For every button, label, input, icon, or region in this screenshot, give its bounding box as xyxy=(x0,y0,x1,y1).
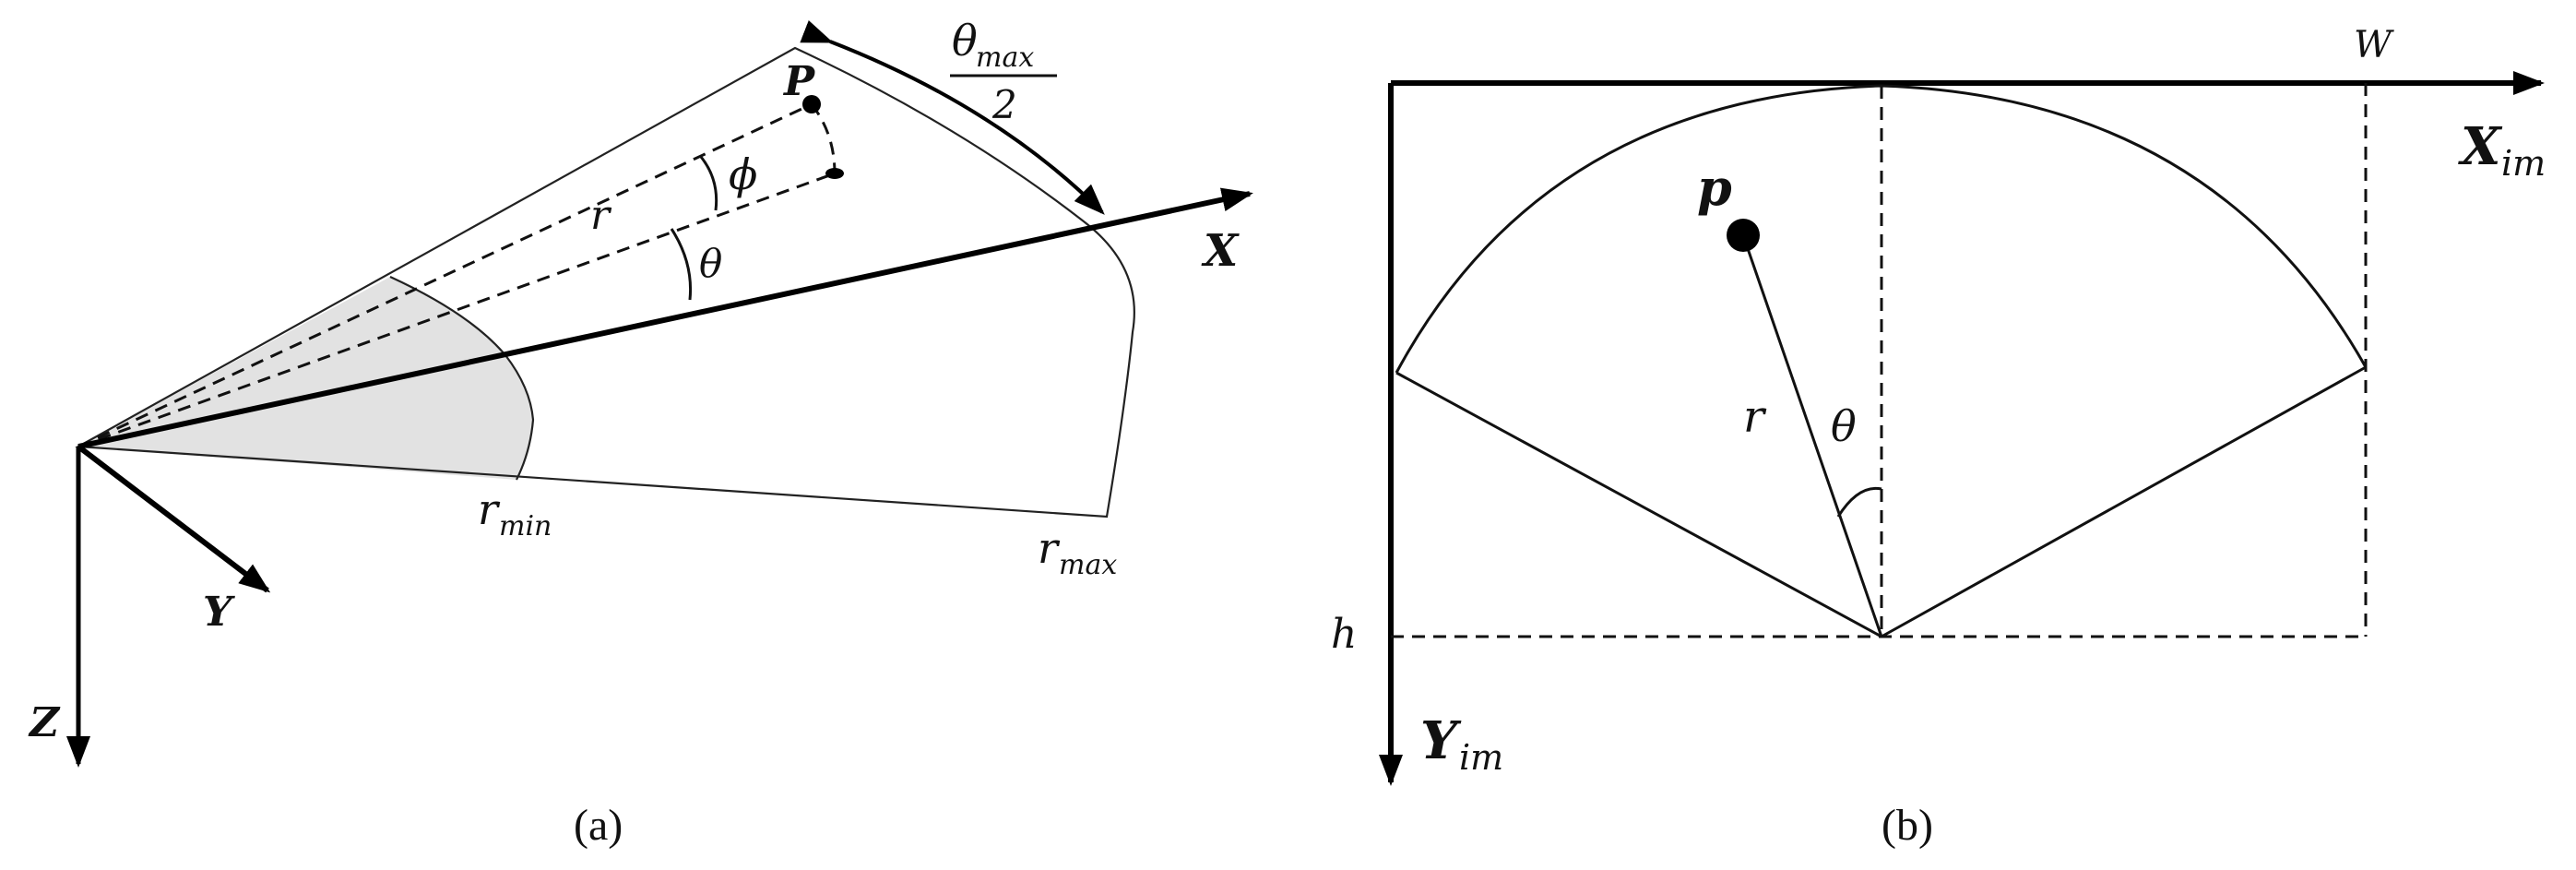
panel-b: p r θ W h X im Y im (b) xyxy=(1331,24,2546,850)
sector-left-edge xyxy=(1395,371,1882,638)
svg-text:r: r xyxy=(1038,523,1061,573)
svg-text:max: max xyxy=(1059,549,1117,581)
label-point-p: P xyxy=(782,58,816,105)
theta-max-arrow xyxy=(800,20,1105,215)
label-height-h: h xyxy=(1331,611,1357,658)
label-x-im: X im xyxy=(2458,116,2546,184)
label-y-axis: Y xyxy=(203,589,235,636)
label-theta-max-half: θ max 2 xyxy=(950,16,1057,127)
label-r-max: r max xyxy=(1038,523,1117,581)
caption-b: (b) xyxy=(1882,801,1933,850)
label-phi: ϕ xyxy=(729,149,757,199)
p-drop-line xyxy=(810,103,837,174)
x-axis xyxy=(77,187,1253,449)
caption-a: (a) xyxy=(574,801,623,850)
label-range-r-b: r xyxy=(1743,391,1767,443)
svg-text:r: r xyxy=(478,484,501,534)
svg-text:2: 2 xyxy=(991,82,1017,127)
svg-text:min: min xyxy=(499,510,552,542)
y-axis xyxy=(77,444,271,593)
label-y-im: Y im xyxy=(1420,710,1503,778)
label-range-r: r xyxy=(590,192,612,239)
svg-text:im: im xyxy=(2501,143,2546,184)
label-x-axis: X xyxy=(1201,225,1240,277)
label-theta: θ xyxy=(699,241,722,286)
range-ray-to-p xyxy=(77,102,813,448)
sector-right-edge xyxy=(1881,365,2367,638)
svg-text:max: max xyxy=(976,42,1034,74)
svg-text:θ: θ xyxy=(952,16,978,66)
label-width-w: W xyxy=(2354,24,2394,66)
range-line-to-p xyxy=(1741,234,1883,638)
svg-text:Y: Y xyxy=(1420,710,1462,771)
label-z-axis: Z xyxy=(28,699,61,746)
label-point-p-b: p xyxy=(1697,158,1732,217)
theta-angle-arc-b xyxy=(1836,486,1882,518)
projection-ray xyxy=(77,172,836,448)
rmin-shaded-region xyxy=(78,277,533,480)
svg-text:im: im xyxy=(1459,737,1503,778)
point-p-marker-b xyxy=(1727,219,1760,252)
point-p-marker xyxy=(802,95,821,113)
panel-a: P r ϕ θ X Y Z r min r max θ max 2 (a) xyxy=(28,16,1253,850)
projection-marker xyxy=(825,168,844,179)
theta-angle-arc xyxy=(670,228,693,301)
svg-text:X: X xyxy=(2458,116,2503,177)
phi-angle-arc xyxy=(699,156,718,211)
label-theta-b: θ xyxy=(1831,401,1857,451)
label-r-min: r min xyxy=(478,484,552,542)
rmin-arc xyxy=(389,276,535,481)
